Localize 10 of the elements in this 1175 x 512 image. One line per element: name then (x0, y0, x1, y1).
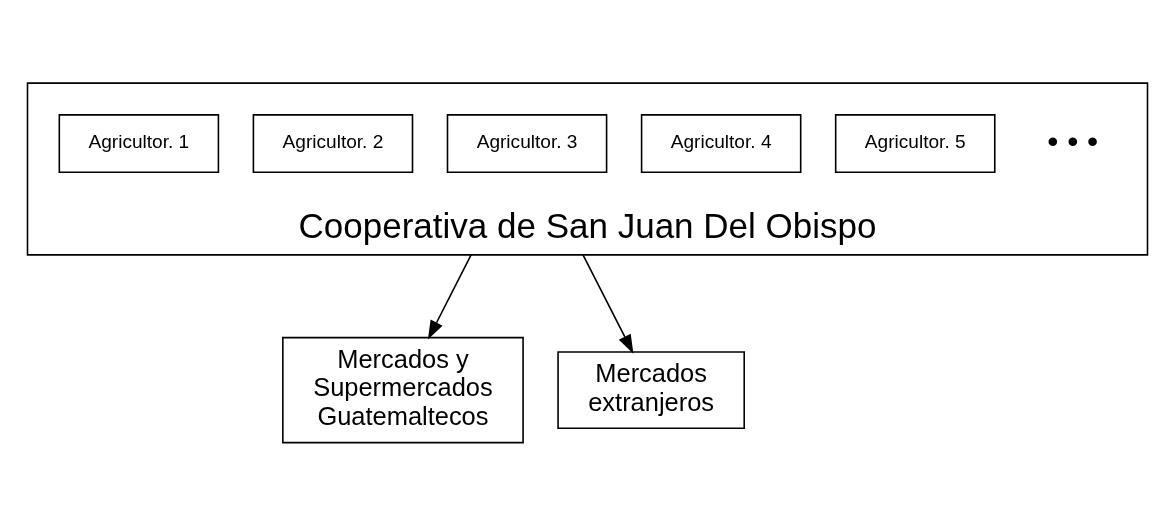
arrow (427, 253, 472, 340)
node-box: Agricultor. 4 (640, 113, 802, 173)
node-box: Mercados extranjeros (557, 350, 745, 429)
arrow (582, 253, 634, 354)
node-box: Mercados y Supermercados Guatemaltecos (282, 336, 524, 443)
node-box: Agricultor. 2 (252, 113, 414, 173)
node-box: Agricultor. 1 (58, 113, 220, 173)
node-box: Agricultor. 5 (834, 113, 996, 173)
label: • • • (1047, 122, 1099, 158)
node-box: Agricultor. 3 (446, 113, 608, 173)
